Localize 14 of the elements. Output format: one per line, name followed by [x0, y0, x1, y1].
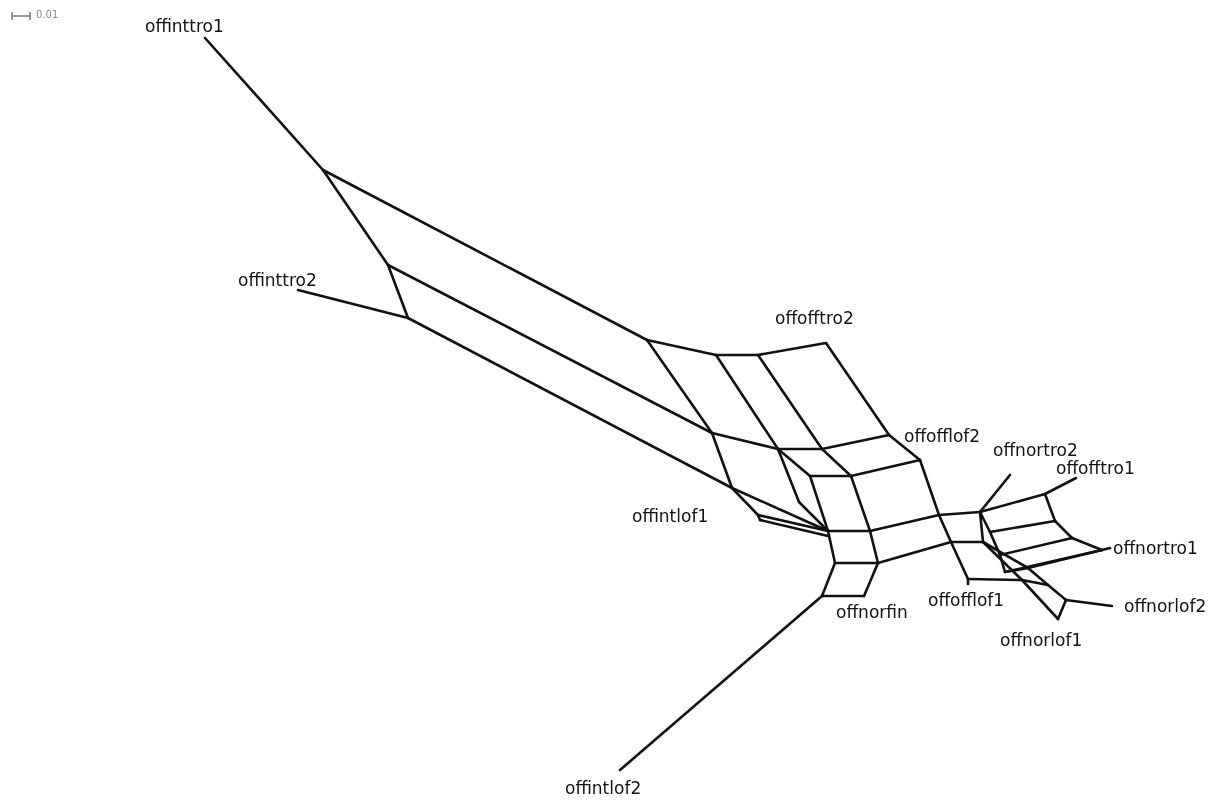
taxon-label: offnorfin — [836, 604, 908, 621]
taxon-label: offintlof2 — [565, 780, 642, 797]
taxon-label: offnortro2 — [993, 442, 1078, 459]
scale-value: 0.01 — [36, 10, 59, 20]
taxon-label: offintlof1 — [632, 508, 709, 525]
taxon-label: offnortro1 — [1113, 540, 1198, 557]
taxon-label: offnorlof2 — [1124, 598, 1207, 615]
taxon-label: offinttro1 — [145, 18, 224, 35]
taxon-label: offofflof2 — [904, 428, 981, 445]
taxon-label: offinttro2 — [238, 272, 317, 289]
taxon-label: offnorlof1 — [1000, 632, 1083, 649]
taxon-label: offofflof1 — [928, 592, 1005, 609]
taxon-label: offofftro2 — [775, 310, 854, 327]
taxon-label: offofftro1 — [1056, 460, 1135, 477]
